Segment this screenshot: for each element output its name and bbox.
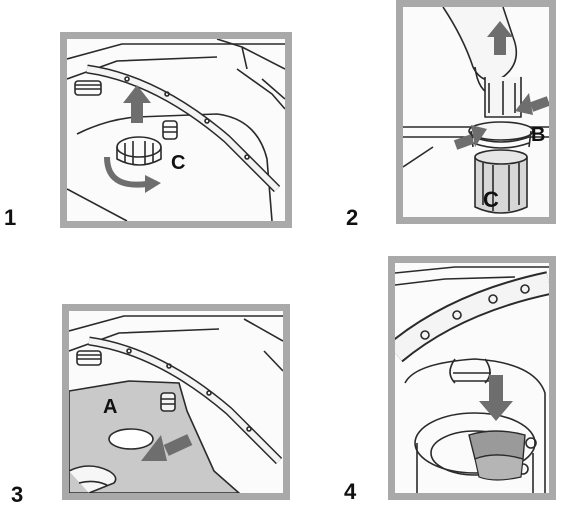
label-c: C — [483, 187, 499, 212]
step-3-drawing: A — [69, 311, 283, 493]
step-1-drawing: C — [67, 39, 285, 221]
step-2-illustration: B C — [396, 0, 556, 224]
step-4-drawing — [395, 263, 549, 493]
label-b: B — [531, 124, 545, 146]
step-number-2: 2 — [346, 207, 358, 229]
step-number-3: 3 — [11, 484, 23, 506]
step-number-1: 1 — [4, 207, 16, 229]
step-2-drawing: B C — [403, 7, 549, 217]
label-c: C — [171, 152, 185, 174]
step-4-illustration — [388, 256, 556, 500]
step-number-4: 4 — [344, 481, 356, 503]
step-1-illustration: C — [60, 32, 292, 228]
step-3-illustration: A — [62, 304, 290, 500]
label-a: A — [103, 396, 117, 418]
